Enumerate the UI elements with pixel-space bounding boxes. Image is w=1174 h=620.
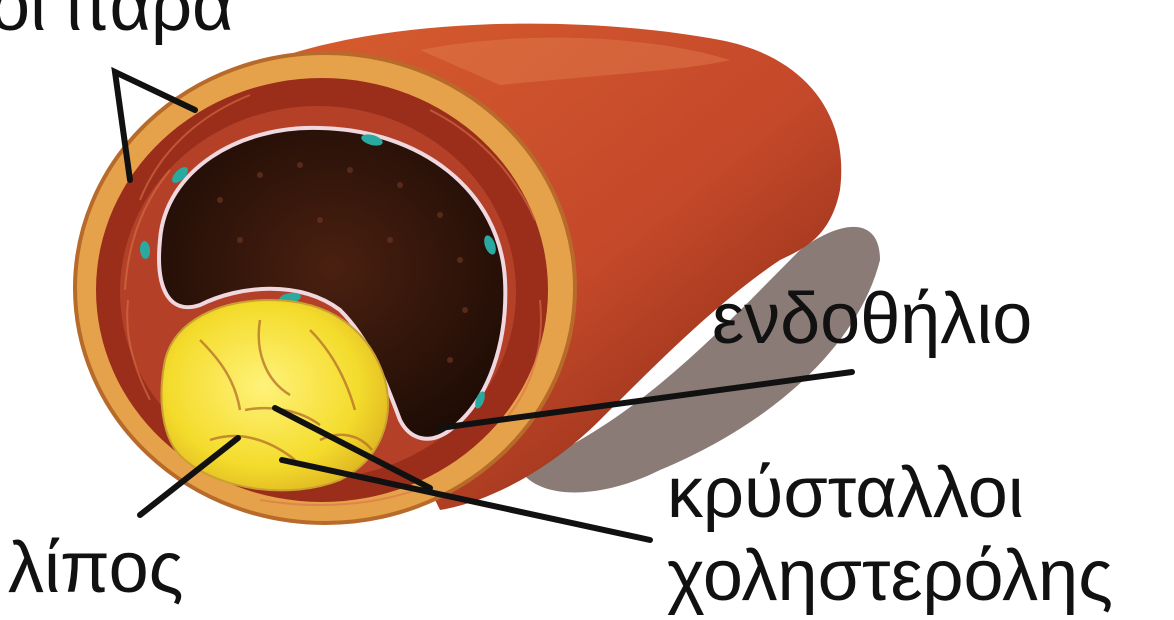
label-cholesterol-crystals-line2: χοληστερόλης xyxy=(667,540,1113,612)
label-cholesterol-crystals-line1: κρύσταλλοι xyxy=(667,457,1024,529)
label-endothelium: ενδοθήλιο xyxy=(712,283,1032,355)
label-fat: λίπος xyxy=(8,532,183,604)
fat-plaque xyxy=(162,300,388,490)
label-top-partial: οι ιτάρα xyxy=(0,0,234,42)
